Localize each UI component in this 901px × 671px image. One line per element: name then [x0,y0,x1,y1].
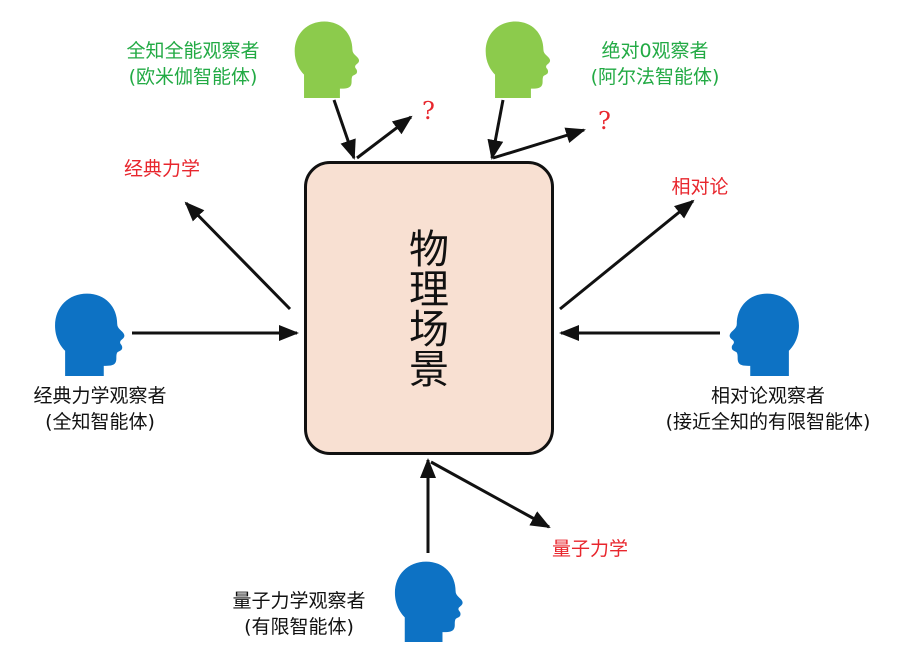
theory-classical-label: 经典力学 [123,158,200,180]
head-silhouette-icon [394,561,463,642]
classical-observer-name: 经典力学观察者 [33,385,167,407]
absolute-zero-observer-note: (阿尔法智能体) [590,66,720,88]
quantum-observer-note: (有限智能体) [244,616,354,638]
arrow-omniscient-to-scene [332,99,356,160]
scene-title-char: 理 [409,267,449,313]
relativity-observer-label: 相对论观察者 (接近全知的有限智能体) [648,383,888,435]
arrow-scene-to-classical [184,201,292,311]
quantum-observer-name: 量子力学观察者 [232,590,366,612]
scene-title-char: 景 [409,347,449,393]
head-silhouette-icon [729,293,799,376]
head-silhouette-icon [55,293,125,376]
absolute-zero-observer-label: 绝对0观察者 (阿尔法智能体) [570,38,740,90]
omniscient-observer-name: 全知全能观察者 [126,40,260,62]
scene-title-char: 物 [409,227,449,273]
omniscient-observer-label: 全知全能观察者 (欧米伽智能体) [108,38,278,90]
classical-observer-label: 经典力学观察者 (全知智能体) [14,383,186,435]
theory-relativity-label: 相对论 [671,176,729,198]
unknown-theory-left-mark: ? [422,97,435,125]
relativity-observer-note: (接近全知的有限智能体) [665,411,871,433]
arrow-scene-to-unknown-left [356,115,413,160]
absolute-zero-observer-name: 绝对0观察者 [601,40,709,62]
quantum-observer-label: 量子力学观察者 (有限智能体) [214,588,384,640]
physical-scene-box [304,161,554,455]
relativity-observer-name: 相对论观察者 [710,385,825,407]
unknown-theory-right-mark: ? [598,107,611,135]
theory-quantum-label: 量子力学 [551,538,628,560]
arrow-absolute-zero-to-scene [487,99,505,160]
head-silhouette-icon [485,21,551,98]
arrow-scene-to-unknown-right [492,127,586,160]
arrow-scene-to-relativity [559,199,695,311]
scene-title: 物 理 场 景 [304,230,554,390]
classical-observer-note: (全知智能体) [45,411,155,433]
head-silhouette-icon [294,21,360,98]
omniscient-observer-note: (欧米伽智能体) [128,66,258,88]
scene-title-char: 场 [409,307,449,353]
arrow-scene-to-quantum [430,460,551,529]
